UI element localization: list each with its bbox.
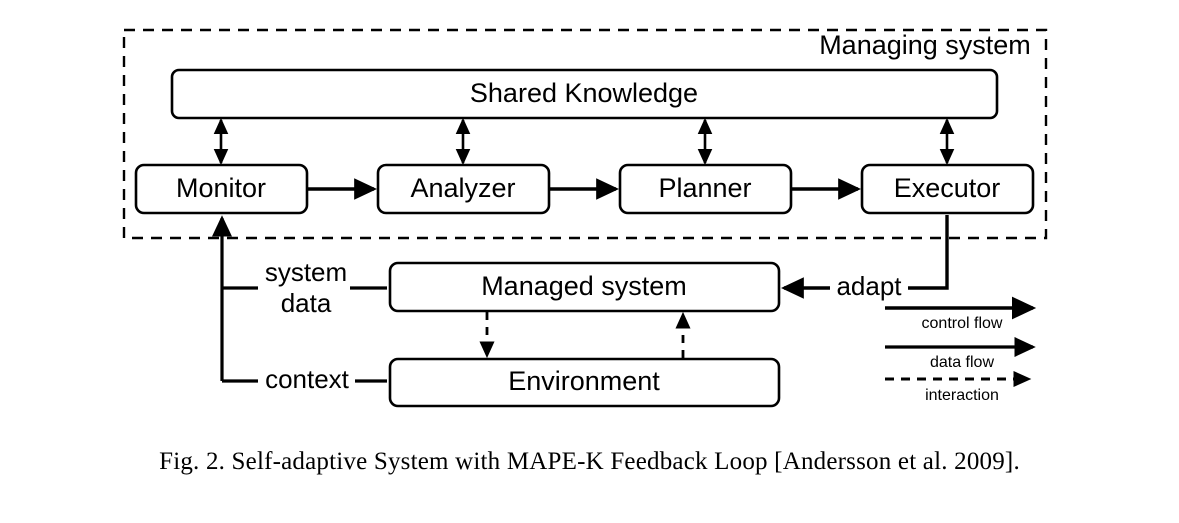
figure-caption: Fig. 2. Self-adaptive System with MAPE-K… (159, 448, 1020, 475)
legend-control-flow-label: control flow (922, 315, 1003, 332)
adapt-path-from-executor (908, 215, 949, 290)
system-data-label-line2: data (281, 288, 332, 318)
managed-system-label: Managed system (481, 271, 687, 301)
legend-data-flow-label: data flow (930, 354, 994, 371)
analyzer-label: Analyzer (410, 173, 515, 203)
managed-system-box[interactable] (388, 261, 781, 313)
executor-label: Executor (894, 173, 1001, 203)
monitor-label: Monitor (176, 173, 266, 203)
legend-interaction-label: interaction (925, 387, 999, 404)
managing-system-label: Managing system (819, 30, 1031, 60)
managing-system-boundary (122, 28, 1048, 240)
environment-label: Environment (508, 366, 660, 396)
shared-knowledge-label: Shared Knowledge (470, 78, 698, 108)
shared-knowledge-box[interactable] (170, 68, 999, 120)
system-data-label-line1: system (265, 257, 347, 287)
context-label: context (265, 364, 350, 394)
planner-label: Planner (658, 173, 751, 203)
environment-box[interactable] (388, 357, 781, 408)
adapt-label: adapt (836, 271, 902, 301)
